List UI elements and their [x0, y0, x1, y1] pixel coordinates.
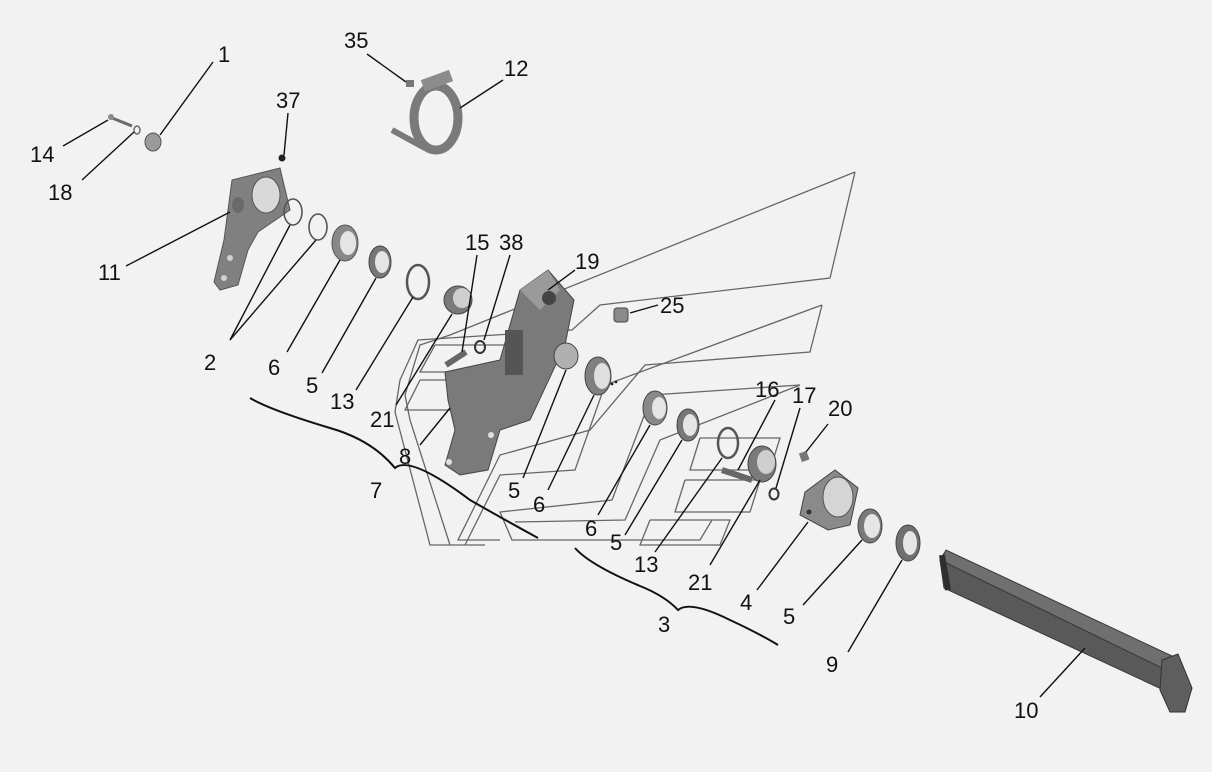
callout-6-left: 6	[268, 355, 280, 380]
assembly-frames	[394, 171, 856, 546]
cap-1	[144, 132, 162, 152]
cam-bushing-21-left	[443, 285, 473, 315]
ring-17	[768, 487, 780, 501]
callout-5-mid: 5	[508, 478, 520, 503]
callout-1: 1	[218, 42, 230, 67]
callout-2: 2	[204, 350, 216, 375]
ring-13-right	[716, 426, 740, 460]
washer-9	[895, 524, 921, 562]
o-ring-2b	[308, 213, 328, 241]
frame-small-2	[674, 479, 761, 513]
leader-lines	[62, 53, 1086, 698]
callout-19: 19	[575, 249, 599, 274]
housing-4	[799, 469, 859, 531]
brace-7	[249, 397, 539, 539]
ring-38	[474, 340, 486, 354]
clamp-12	[390, 69, 463, 155]
brace-3	[574, 547, 779, 646]
frame-lower-2	[514, 384, 801, 523]
slack-adjuster-11	[213, 167, 291, 291]
bracket-8	[444, 269, 579, 476]
o-ring-2a	[283, 198, 303, 226]
callout-10: 10	[1014, 698, 1038, 723]
callout-5-lower: 5	[610, 530, 622, 555]
callout-6-mid: 6	[533, 492, 545, 517]
frame-small-3	[639, 519, 731, 546]
frame-large	[394, 171, 856, 546]
frame-mid	[456, 304, 823, 541]
callout-13-left: 13	[330, 389, 354, 414]
callout-21-left: 21	[370, 407, 394, 432]
callout-13-right: 13	[634, 552, 658, 577]
callout-labels: 1 2 3 4 5 5 5 5 6 6 6 7 8 9 10 11 12 13 …	[30, 28, 1038, 723]
callout-4: 4	[740, 590, 752, 615]
callout-21-right: 21	[688, 570, 712, 595]
callout-16: 16	[755, 377, 779, 402]
callout-17: 17	[792, 383, 816, 408]
callout-5-right: 5	[783, 604, 795, 629]
washer-18	[133, 125, 141, 135]
nipple-37	[278, 154, 286, 162]
callout-12: 12	[504, 56, 528, 81]
ring-13-left	[405, 263, 431, 301]
bushing-6-mid	[584, 356, 612, 396]
seal-5-right	[857, 508, 883, 544]
bushing-6-left	[331, 224, 359, 262]
callout-38: 38	[499, 230, 523, 255]
cam-bushing-21-right	[721, 445, 777, 483]
bushing-6-right	[642, 390, 668, 426]
callout-6-right: 6	[585, 516, 597, 541]
seal-5-left	[368, 245, 392, 279]
bolt-14	[108, 114, 133, 128]
callout-37: 37	[276, 88, 300, 113]
callout-15: 15	[465, 230, 489, 255]
callout-3: 3	[658, 612, 670, 637]
camshaft-10	[939, 549, 1193, 713]
callout-11: 11	[98, 260, 121, 285]
callout-35: 35	[344, 28, 368, 53]
callout-25: 25	[660, 293, 684, 318]
screw-35	[406, 80, 414, 87]
callout-20: 20	[828, 396, 852, 421]
pin-15	[444, 349, 468, 368]
callout-8: 8	[399, 444, 411, 469]
callout-7: 7	[370, 478, 382, 503]
frame-mid-2	[464, 304, 823, 546]
frame-upper	[404, 171, 856, 546]
nut-25	[613, 307, 629, 323]
screw-20	[798, 450, 810, 463]
callout-18: 18	[48, 180, 72, 205]
callout-5-left: 5	[306, 373, 318, 398]
parts	[108, 69, 1193, 713]
seal-5-mid	[676, 408, 700, 442]
callout-9: 9	[826, 652, 838, 677]
assembly-braces	[249, 397, 779, 646]
callout-14: 14	[30, 142, 54, 167]
